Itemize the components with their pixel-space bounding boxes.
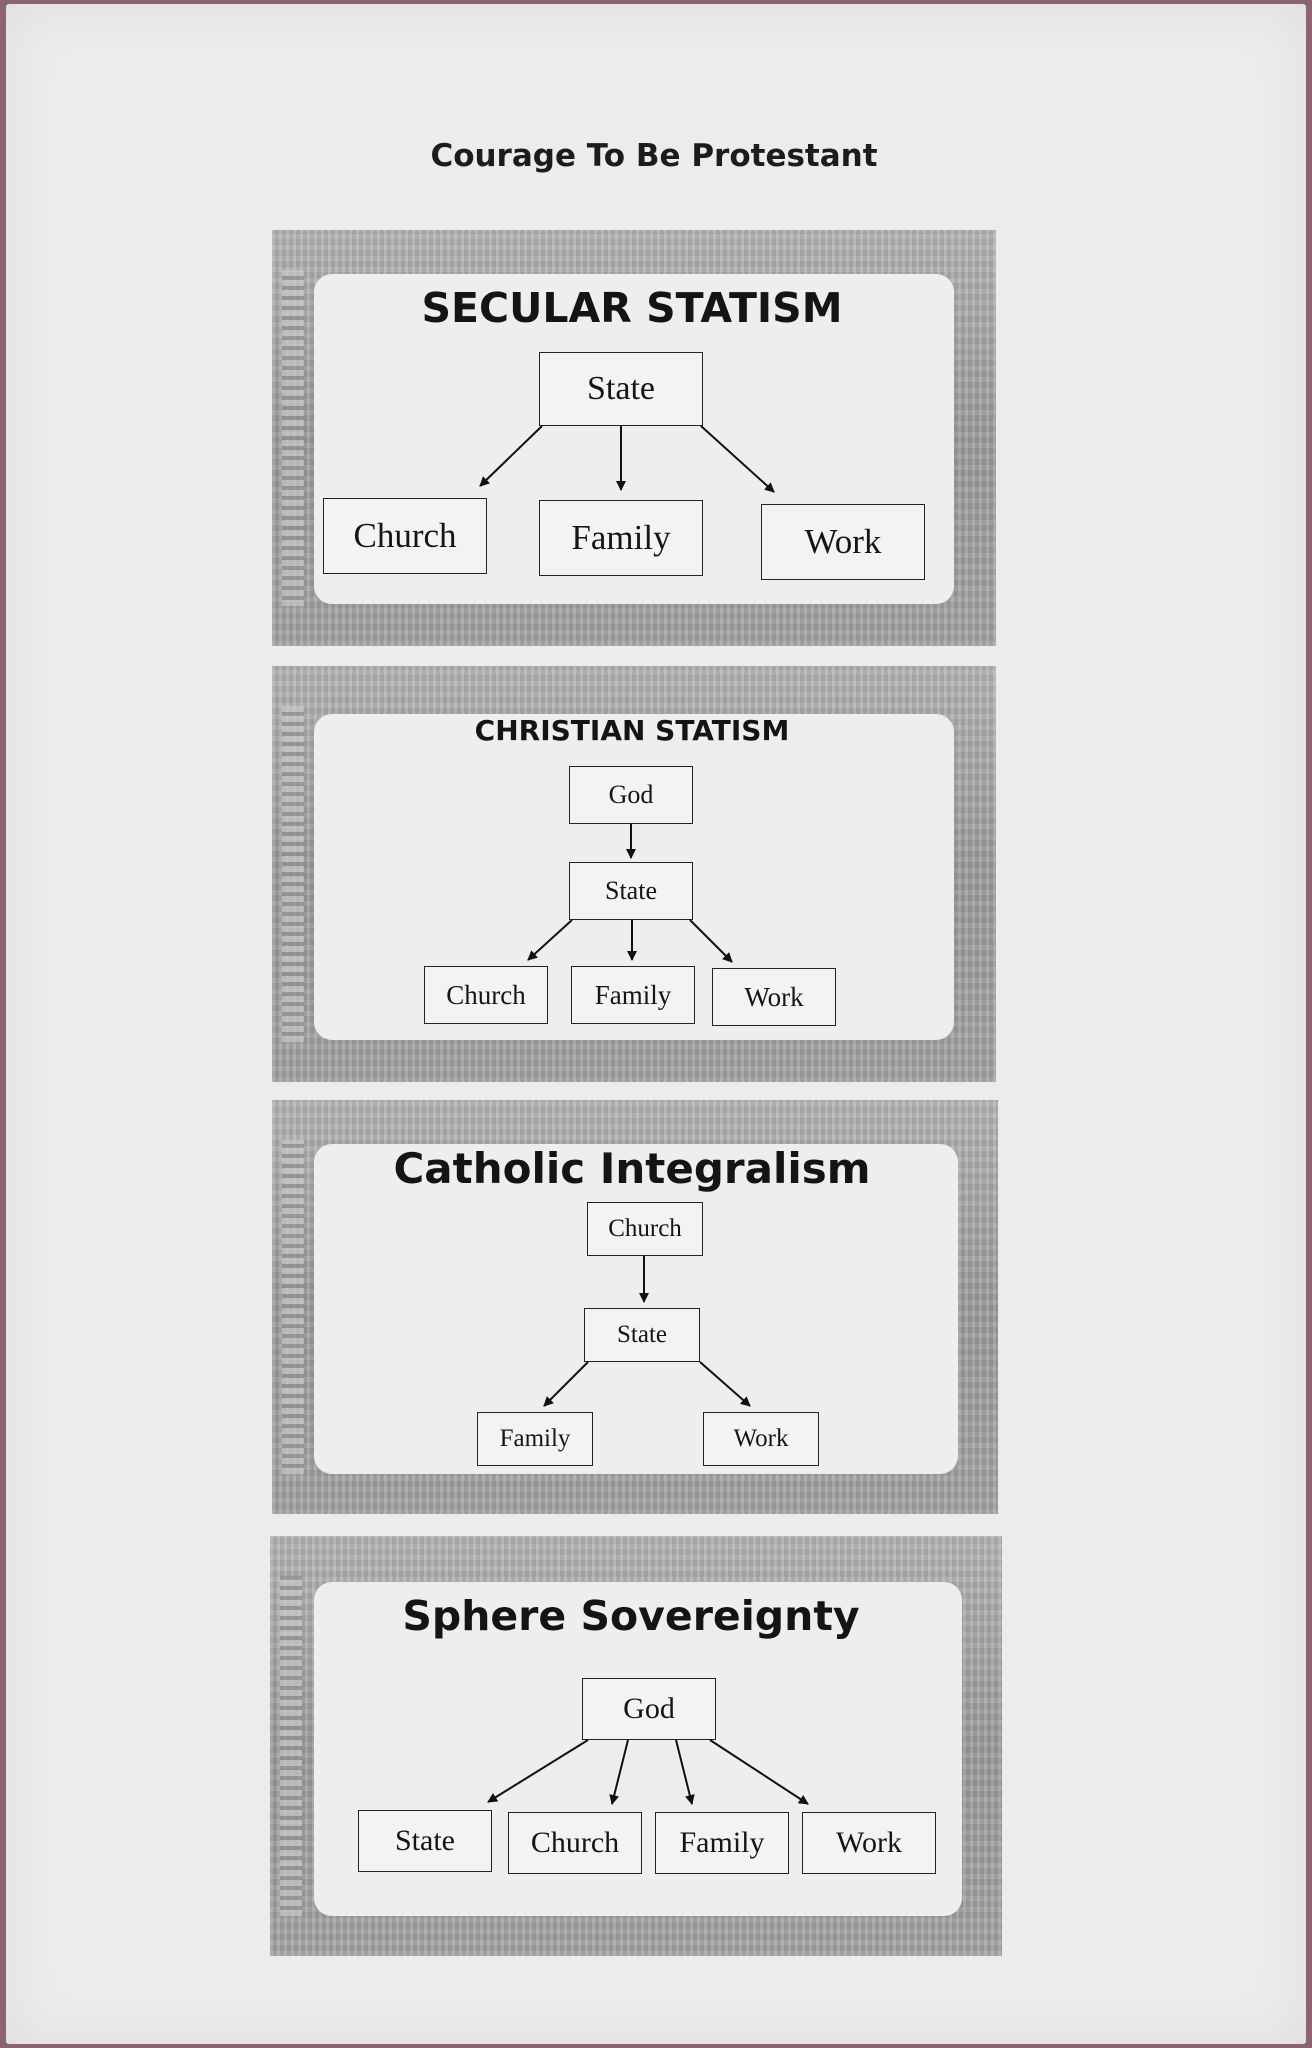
- node-work: Work: [712, 968, 836, 1026]
- diagram-arrows: [479, 425, 775, 493]
- diagram-heading: SECULAR STATISM: [421, 284, 843, 332]
- diagram-card: SECULAR STATISM State Church Family Work: [314, 274, 954, 604]
- node-church: Church: [587, 1202, 703, 1256]
- secular-statism-panel: SECULAR STATISM State Church Family Work: [272, 230, 996, 646]
- diagram-card: CHRISTIAN STATISM God State Church Famil…: [314, 714, 954, 1040]
- arrow-state-church: [479, 425, 543, 487]
- diagram-heading: Sphere Sovereignty: [402, 1592, 860, 1640]
- node-family: Family: [571, 966, 695, 1024]
- node-god: God: [569, 766, 693, 824]
- node-work: Work: [703, 1412, 819, 1466]
- node-state: State: [584, 1308, 700, 1362]
- arrow-state-family: [543, 1361, 589, 1407]
- pillar-decoration: [282, 706, 304, 1042]
- diagram-arrows: [487, 1739, 809, 1805]
- node-work: Work: [802, 1812, 936, 1874]
- arrow-god-family: [675, 1739, 695, 1805]
- arrow-god-state: [487, 1739, 589, 1803]
- arrow-god-church: [609, 1739, 629, 1805]
- diagram-card: Sphere Sovereignty God State Church Fami…: [314, 1582, 962, 1916]
- diagram-heading: CHRISTIAN STATISM: [474, 714, 790, 747]
- christian-statism-panel: CHRISTIAN STATISM God State Church Famil…: [272, 666, 996, 1082]
- node-church: Church: [508, 1812, 642, 1874]
- pillar-decoration: [282, 1140, 304, 1474]
- pillar-decoration: [282, 270, 304, 606]
- node-state: State: [539, 352, 703, 426]
- arrow-state-church: [527, 919, 573, 961]
- node-church: Church: [323, 498, 487, 574]
- pillar-decoration: [280, 1576, 302, 1916]
- arrow-state-work: [699, 1361, 751, 1407]
- arrow-god-work: [709, 1739, 809, 1805]
- diagram-arrows: [543, 1256, 751, 1407]
- node-state: State: [358, 1810, 492, 1872]
- node-god: God: [582, 1678, 716, 1740]
- node-state: State: [569, 862, 693, 920]
- node-family: Family: [477, 1412, 593, 1466]
- document-title: Courage To Be Protestant: [430, 138, 878, 174]
- arrow-state-work: [700, 425, 775, 493]
- diagram-heading: Catholic Integralism: [393, 1144, 871, 1193]
- node-work: Work: [761, 504, 925, 580]
- sphere-sovereignty-panel: Sphere Sovereignty God State Church Fami…: [270, 1536, 1002, 1956]
- diagram-card: Catholic Integralism Church State Family…: [314, 1144, 958, 1474]
- arrow-state-work: [689, 919, 733, 963]
- node-family: Family: [655, 1812, 789, 1874]
- catholic-integralism-panel: Catholic Integralism Church State Family…: [272, 1100, 998, 1514]
- diagram-arrows: [527, 824, 733, 963]
- node-family: Family: [539, 500, 703, 576]
- node-church: Church: [424, 966, 548, 1024]
